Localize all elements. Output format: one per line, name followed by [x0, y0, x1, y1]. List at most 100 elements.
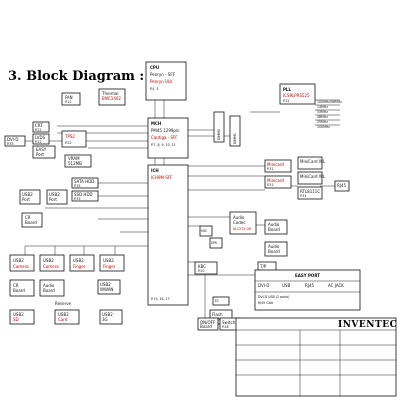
svg-text:MiniCard WL: MiniCard WL — [300, 159, 326, 164]
svg-text:ALC272-GR: ALC272-GR — [233, 227, 252, 231]
svg-text:P.35: P.35 — [7, 142, 14, 146]
svg-text:Flash: Flash — [212, 312, 223, 317]
block-crt: CRT P.22 — [32, 121, 50, 133]
block-minicard: Minicard P.31 Minicard P.31 MiniCard WL … — [264, 156, 326, 189]
svg-text:Port: Port — [22, 197, 30, 202]
svg-text:SPK: SPK — [211, 241, 218, 245]
block-dimm0: DIMM0 — [213, 111, 225, 143]
block-fan: FAN P.12 — [61, 92, 81, 106]
block-easy-port: EASY PORT DVI-D USB RJ45 AC JACK DVI-D U… — [254, 269, 361, 311]
inventec-logo: INVENTEC — [338, 320, 397, 330]
svg-text:14MHz: 14MHz — [317, 105, 328, 109]
svg-text:USB2: USB2 — [103, 258, 114, 263]
svg-text:P.35: P.35 — [74, 197, 81, 201]
svg-text:P.35: P.35 — [74, 184, 81, 188]
svg-text:P.12: P.12 — [65, 100, 72, 104]
svg-text:Penryn - SFF: Penryn - SFF — [150, 72, 176, 77]
svg-text:3G: 3G — [102, 317, 108, 322]
diagram-title: 3. Block Diagram : — [8, 69, 144, 84]
svg-text:P.31: P.31 — [267, 167, 274, 171]
svg-text:P.7, 8, 9, 10, 11: P.7, 8, 9, 10, 11 — [151, 143, 176, 147]
svg-text:Board: Board — [13, 288, 25, 293]
svg-text:P.31: P.31 — [300, 194, 307, 198]
svg-text:USB2: USB2 — [13, 258, 24, 263]
svg-text:Thermal: Thermal — [101, 91, 118, 96]
svg-text:P.22: P.22 — [35, 128, 42, 132]
svg-text:P.20: P.20 — [198, 269, 205, 273]
svg-text:Codec: Codec — [233, 220, 245, 225]
block-rtl: RTL8111C P.31 — [297, 186, 323, 200]
block-usb-ports: USB2 Port USB2 Port — [19, 189, 68, 205]
svg-text:P.22: P.22 — [283, 99, 290, 103]
svg-text:EMC1402: EMC1402 — [102, 96, 121, 101]
svg-text:DVI-D: DVI-D — [258, 283, 269, 288]
svg-text:WWAN: WWAN — [100, 287, 113, 292]
svg-text:TPS2: TPS2 — [64, 134, 75, 139]
svg-text:Port: Port — [49, 197, 57, 202]
svg-text:RJ45: RJ45 — [305, 283, 315, 288]
block-ich: ICH ICH9M-SFF P.15, 16, 17 — [147, 164, 189, 306]
block-thermal: Thermal EMC1402 — [98, 88, 126, 106]
svg-text:Board: Board — [43, 288, 55, 293]
svg-text:MIC: MIC — [201, 229, 208, 233]
svg-text:Card: Card — [58, 317, 68, 322]
svg-text:USB2: USB2 — [58, 312, 69, 317]
svg-text:EASY: EASY — [36, 147, 47, 152]
svg-text:SSD HDD: SSD HDD — [74, 192, 93, 197]
svg-text:Finger: Finger — [73, 264, 86, 269]
svg-text:DIMM0: DIMM0 — [217, 129, 221, 140]
svg-text:PLL: PLL — [283, 87, 291, 92]
block-easy-port-left: EASY Port — [32, 145, 56, 159]
block-ec-area: EC Flash ROM ON/OFF Board Switch P.28 — [197, 296, 241, 331]
svg-text:SD: SD — [13, 317, 19, 322]
svg-text:Audio: Audio — [268, 244, 280, 249]
svg-text:33MHz: 33MHz — [317, 110, 328, 114]
svg-text:USB2: USB2 — [13, 312, 24, 317]
svg-text:48MHz: 48MHz — [317, 115, 328, 119]
svg-text:P.22: P.22 — [35, 140, 42, 144]
svg-text:ON/OFF: ON/OFF — [200, 320, 216, 325]
svg-text:T/P: T/P — [259, 264, 267, 269]
svg-text:CR: CR — [25, 215, 31, 220]
svg-text:PM45 1299pin: PM45 1299pin — [151, 128, 180, 133]
svg-text:Switch: Switch — [222, 320, 236, 325]
svg-text:USB2: USB2 — [100, 282, 111, 287]
svg-text:Board: Board — [268, 227, 280, 232]
svg-text:MCH: MCH — [151, 121, 161, 126]
svg-text:EC: EC — [215, 299, 220, 303]
svg-text:P.22: P.22 — [65, 141, 72, 145]
svg-text:USB2: USB2 — [49, 192, 60, 197]
block-sata-hdd: SATA HDD P.35 — [71, 177, 99, 189]
title-block: INVENTEC — [235, 317, 397, 397]
svg-text:Audio: Audio — [268, 222, 280, 227]
svg-text:RJ45: RJ45 — [337, 183, 347, 188]
block-camera-finger: SPK MIC — [199, 225, 223, 249]
svg-text:Finger: Finger — [103, 264, 116, 269]
block-mch: MCH PM45 1299pin Cantiga - SFF P.7, 8, 9… — [147, 117, 189, 159]
block-ssd-hdd: SSD HDD P.35 — [71, 190, 99, 202]
cpu-label: CPU — [150, 65, 159, 70]
block-audio-codec: Audio Codec ALC272-GR — [229, 211, 257, 235]
svg-text:Board: Board — [200, 324, 212, 329]
svg-text:Minicard: Minicard — [267, 178, 284, 183]
svg-text:Minicard: Minicard — [267, 162, 284, 167]
svg-text:Penryn ULV: Penryn ULV — [150, 79, 173, 84]
svg-text:USB2: USB2 — [102, 312, 113, 317]
svg-text:CR: CR — [13, 283, 19, 288]
svg-text:P.15, 16, 17: P.15, 16, 17 — [151, 297, 170, 301]
block-pll: PLL ICS9LPRS525 P.22 100MHz/96MHz 14MHz … — [279, 83, 342, 129]
svg-text:Port: Port — [36, 152, 44, 157]
block-tps: TPS2 P.22 — [61, 130, 87, 148]
block-cpu: CPU Penryn - SFF Penryn ULV P.4, 5 — [145, 61, 187, 101]
svg-text:100MHz: 100MHz — [317, 125, 330, 129]
svg-text:CRT: CRT — [35, 123, 43, 128]
svg-text:Board: Board — [268, 249, 280, 254]
block-rj45: RJ45 — [334, 180, 350, 192]
svg-text:USB2: USB2 — [43, 258, 54, 263]
svg-text:SATA HDD: SATA HDD — [74, 179, 94, 184]
svg-text:P.4, 5: P.4, 5 — [150, 87, 159, 91]
block-vram: VRAM 512MB — [64, 154, 92, 168]
svg-text:KBC: KBC — [198, 264, 206, 269]
block-lvds: LVDS P.22 — [32, 133, 50, 145]
block-cr-board: CR Board — [21, 212, 43, 228]
